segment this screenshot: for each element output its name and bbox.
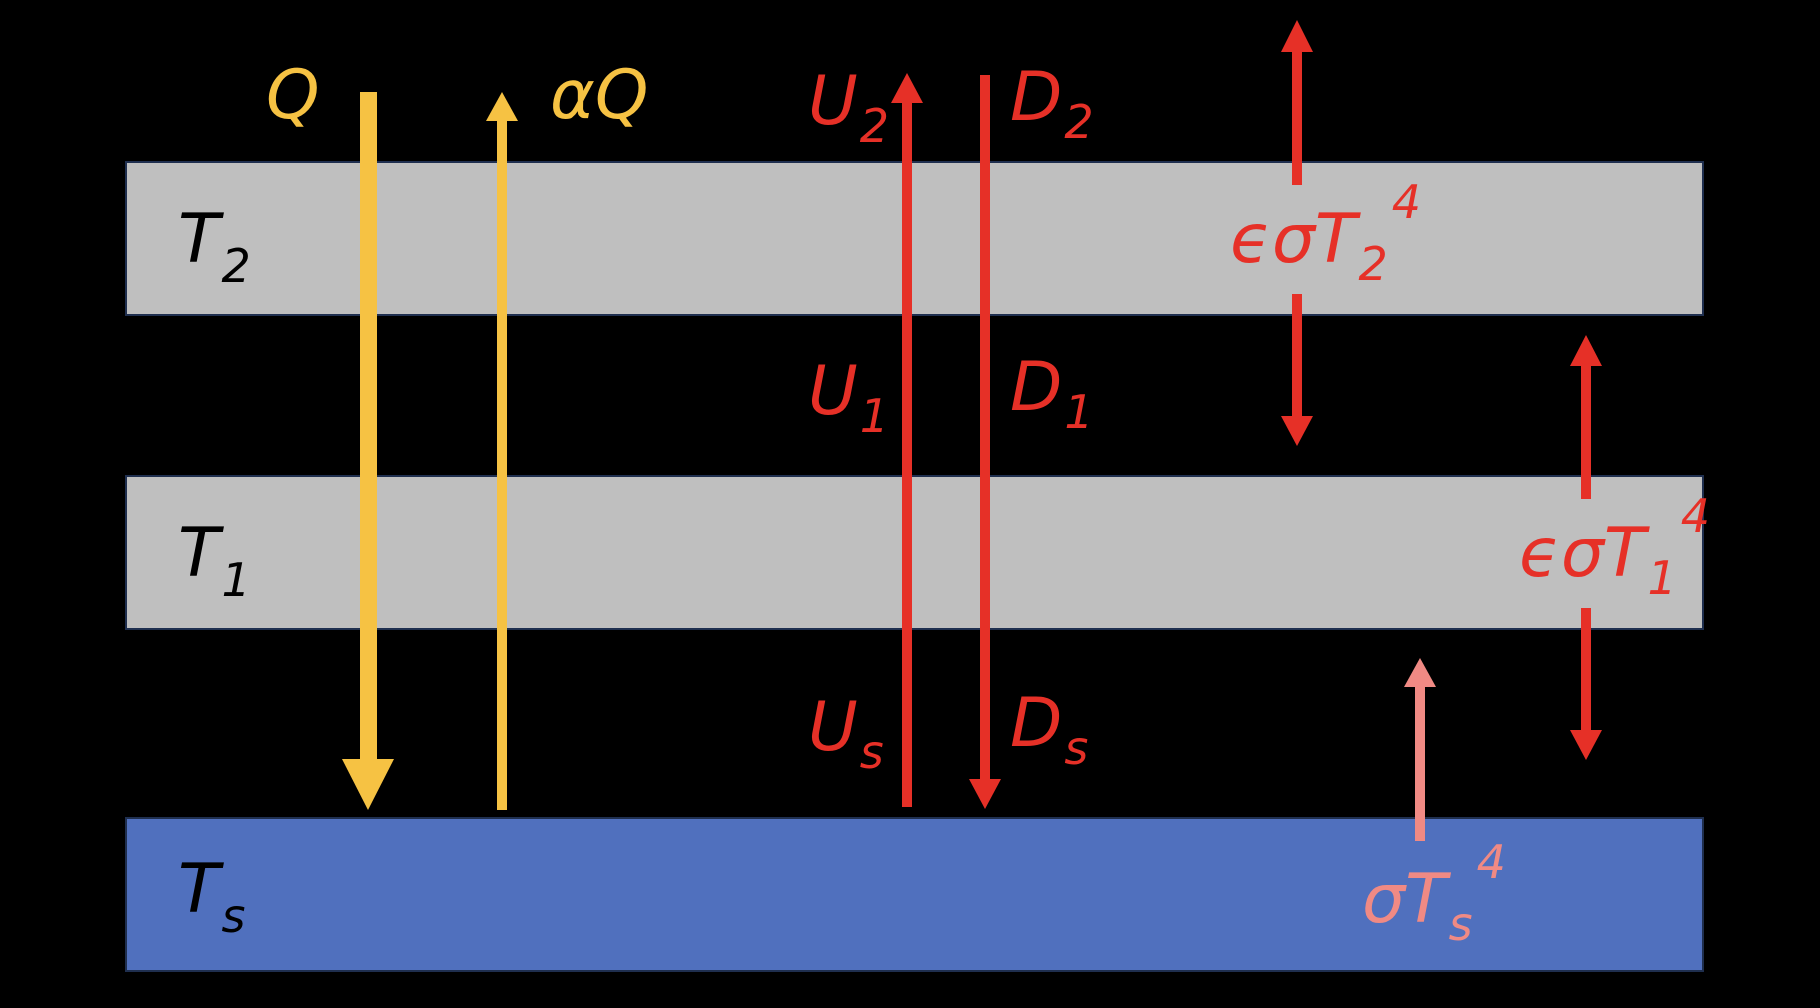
upward-flux-label-top: U2 bbox=[808, 62, 889, 153]
incoming-solar-arrow bbox=[342, 92, 394, 810]
upward-flux-label-surface: Us bbox=[808, 688, 884, 779]
upper-layer-emission-up-arrow bbox=[1281, 20, 1313, 185]
upper-layer-emission-label: ϵσT24 bbox=[1230, 175, 1421, 291]
downward-flux-label-middle: D1 bbox=[1010, 348, 1094, 439]
surface-emission-label: σTs4 bbox=[1362, 835, 1506, 951]
downward-flux-label-top: D2 bbox=[1010, 58, 1094, 149]
downward-flux-label-surface: Ds bbox=[1010, 684, 1088, 775]
lower-atmosphere-layer bbox=[125, 475, 1704, 630]
surface-layer bbox=[125, 817, 1704, 972]
reflected-solar-label: αQ bbox=[550, 56, 648, 135]
upper-atmosphere-layer bbox=[125, 161, 1704, 316]
lower-layer-emission-down-arrow bbox=[1570, 608, 1602, 760]
upward-flux-label-middle: U1 bbox=[808, 352, 889, 443]
surface-temperature-label: Ts bbox=[178, 850, 246, 943]
upper-layer-temperature-label: T2 bbox=[178, 200, 251, 293]
reflected-solar-arrow bbox=[486, 92, 518, 810]
lower-layer-temperature-label: T1 bbox=[178, 514, 251, 607]
lower-layer-emission-up-arrow bbox=[1570, 335, 1602, 499]
upper-layer-emission-down-arrow bbox=[1281, 294, 1313, 446]
longwave-upward-arrow bbox=[891, 73, 923, 807]
lower-layer-emission-label: ϵσT14 bbox=[1519, 489, 1710, 605]
surface-emission-up-arrow bbox=[1404, 658, 1436, 841]
longwave-downward-arrow bbox=[969, 75, 1001, 809]
incoming-solar-label: Q bbox=[266, 56, 320, 135]
